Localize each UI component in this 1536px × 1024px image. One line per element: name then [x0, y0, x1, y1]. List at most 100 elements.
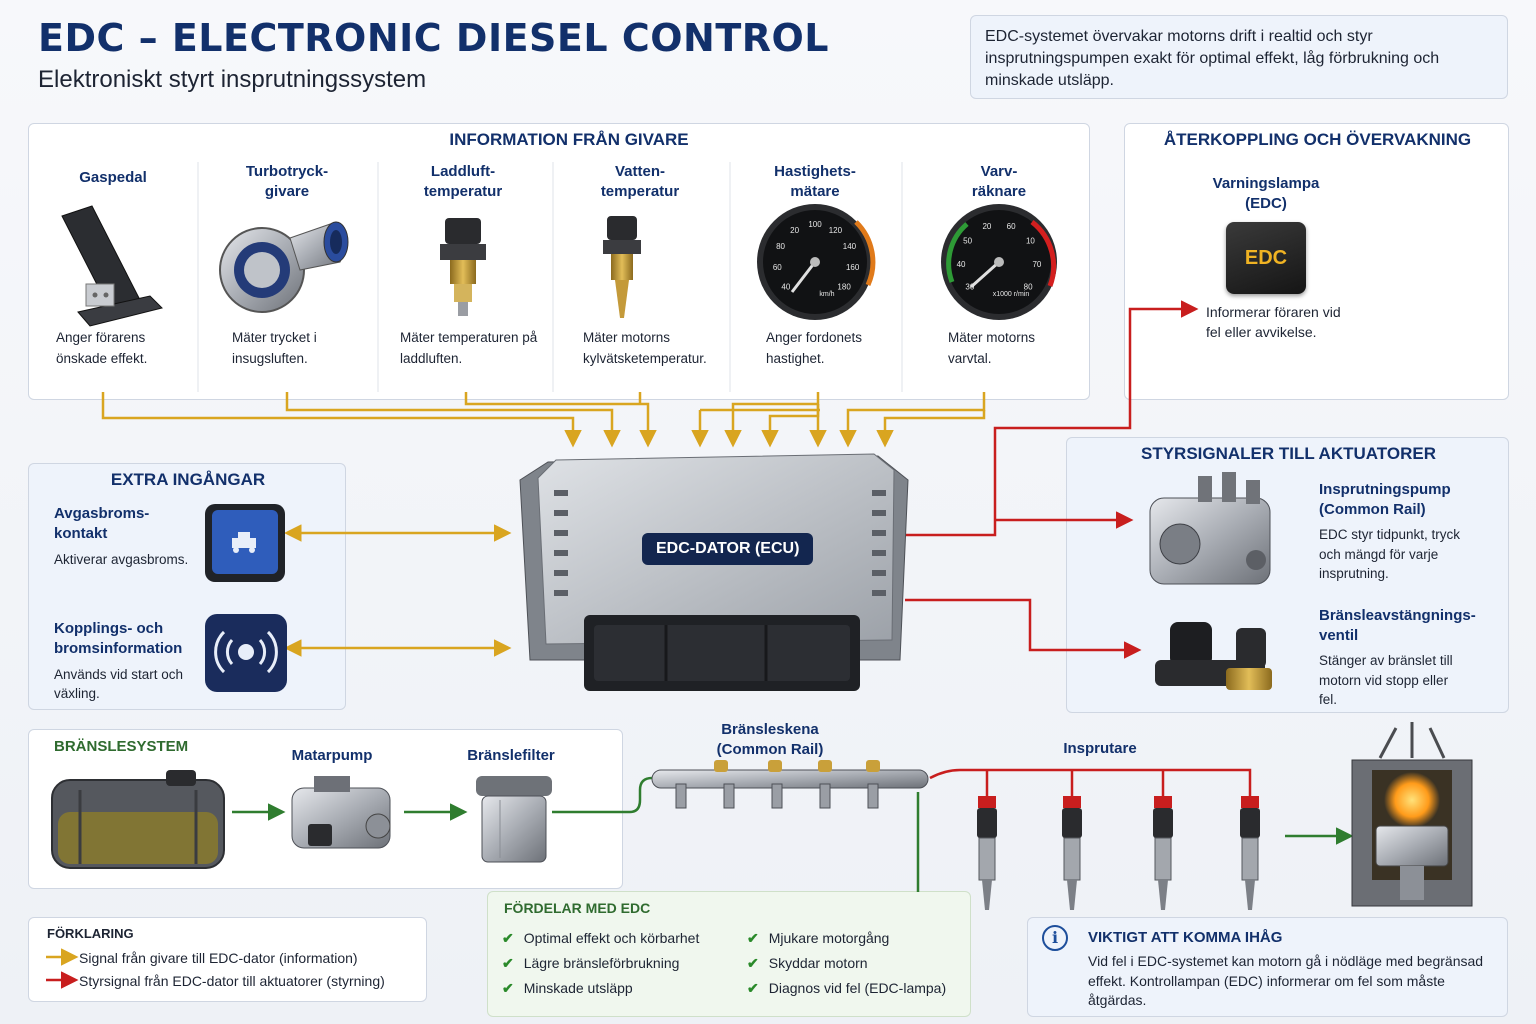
legend-control-text: Styrsignal från EDC-dator till aktuatore…: [79, 973, 385, 989]
benefit-text: Minskade utsläpp: [523, 980, 633, 996]
tachometer-label: Varv- räknare: [971, 163, 1027, 200]
check-icon: ✔: [502, 930, 514, 946]
tachometer-desc: Mäter motorns varvtal.: [948, 330, 1036, 366]
turbo-pressure-sensor-label: Turbotryck- givare: [245, 163, 329, 200]
benefit-item: ✔Diagnos vid fel (EDC-lampa): [747, 976, 946, 1001]
warning-lamp-text: EDC: [1244, 246, 1288, 269]
signal-line-pedal: [101, 392, 582, 448]
injector: [1062, 796, 1082, 910]
fuel-filter-illustration: [476, 776, 552, 863]
signal-line-rpm-b: [876, 410, 986, 448]
gauge-tick-label: 180: [837, 282, 851, 291]
fuel-tank-illustration: [51, 770, 225, 869]
sensor-dividers: [197, 162, 903, 392]
benefit-item: ✔ Minskade utsläpp: [502, 976, 699, 1001]
shutoff-valve-desc: Stänger av bränslet till motorn vid stop…: [1319, 653, 1453, 707]
injectors-illustration: [977, 796, 1260, 910]
signal-line-charge-air: [464, 392, 657, 448]
control-line-valve: [905, 598, 1142, 659]
gauge-unit-label: x1000 r/min: [993, 291, 1030, 298]
speedometer-desc: Anger fordonets hastighet.: [766, 330, 863, 366]
injector: [977, 796, 997, 910]
benefit-text: Optimal effekt och körbarhet: [523, 930, 700, 946]
benefit-item: ✔Skyddar motorn: [747, 951, 946, 976]
check-icon: ✔: [747, 980, 759, 996]
gauge-tick-label: 140: [843, 242, 857, 251]
benefit-text: Lägre bränsleförbrukning: [523, 955, 680, 971]
legend-signal-text: Signal från givare till EDC-dator (infor…: [79, 950, 358, 966]
warning-lamp-icon: EDC: [1226, 222, 1306, 294]
gauge-tick-label: 70: [1032, 260, 1041, 269]
exhaust-brake-desc: Aktiverar avgasbroms.: [54, 552, 189, 567]
gas-pedal-desc: Anger förarens önskade effekt.: [56, 330, 148, 366]
sensors-panel: INFORMATION FRÅN GIVARE: [28, 123, 1090, 400]
actuators-heading: STYRSIGNALER TILL AKTUATORER: [1141, 444, 1436, 463]
shutoff-valve-label: Bränsleavstängnings- ventil: [1319, 607, 1476, 644]
check-icon: ✔: [502, 980, 514, 996]
intro-box: EDC-systemet övervakar motorns drift i r…: [970, 15, 1508, 99]
signal-line-turbo: [285, 392, 621, 448]
benefits-heading: FÖRDELAR MED EDC: [504, 900, 651, 916]
charge-air-sensor-illustration: [440, 218, 486, 316]
page-subtitle: Elektroniskt styrt insprutningssystem: [38, 66, 427, 93]
gauge-tick-label: 160: [846, 263, 860, 272]
ecu-unit-illustration: [519, 453, 909, 691]
turbo-illustration: [219, 221, 349, 313]
gauge-tick-label: 30: [965, 282, 974, 291]
injection-pump-desc: EDC styr tidpunkt, tryck och mängd för v…: [1319, 527, 1461, 581]
fuel-system-heading: BRÄNSLESYSTEM: [54, 738, 189, 755]
legend-heading: FÖRKLARING: [47, 926, 134, 941]
engine-cylinder-illustration: [1351, 722, 1473, 907]
gauge-tick-label: 40: [957, 260, 966, 269]
gauge-tick-label: 20: [982, 222, 991, 231]
injection-pump-label: Insprutningspump (Common Rail): [1319, 481, 1451, 518]
gauge-tick-label: 10: [1026, 237, 1035, 246]
important-text: Vid fel i EDC-systemet kan motorn gå i n…: [1088, 953, 1484, 1008]
fuel-rail-illustration: [651, 760, 929, 809]
page-title: EDC – ELECTRONIC DIESEL CONTROL: [38, 16, 830, 60]
gauge-tick-label: 40: [781, 282, 790, 291]
charge-air-temp-label: Laddluft- temperatur: [423, 163, 503, 200]
check-icon: ✔: [747, 955, 759, 971]
injection-pump-illustration: [1149, 472, 1271, 585]
gauge-tick-label: 60: [773, 263, 782, 272]
benefit-item: ✔ Lägre bränsleförbrukning: [502, 951, 699, 976]
benefits-col-1: ✔ Optimal effekt och körbarhet ✔ Lägre brän…: [502, 926, 699, 1001]
benefit-item: ✔ Optimal effekt och körbarhet: [502, 926, 699, 951]
gauge-tick-label: 80: [776, 242, 785, 251]
info-icon: i: [1042, 925, 1068, 951]
gas-pedal-illustration: [61, 205, 163, 327]
warning-lamp-desc: Informerar föraren vid fel eller avvikel…: [1206, 304, 1341, 340]
ecu-label: EDC-DATOR (ECU): [642, 533, 814, 565]
signal-line-rpm-a: [839, 392, 986, 448]
benefits-panel: FÖRDELAR MED EDC ✔ Optimal effekt och kör…: [487, 891, 971, 1017]
rail-line-injectors: [929, 768, 1252, 796]
sensor-signal-lines: [101, 392, 986, 657]
gauge-tick-label: 80: [1024, 282, 1033, 291]
benefit-text: Mjukare motorgång: [768, 930, 890, 946]
clutch-brake-signal-icon: [205, 614, 287, 692]
check-icon: ✔: [502, 955, 514, 971]
water-temp-label: Vatten- temperatur: [600, 163, 680, 200]
feedback-heading: ÅTERKOPPLING OCH ÖVERVAKNING: [1163, 130, 1472, 149]
warning-lamp-label: Varningslampa (EDC): [1212, 175, 1320, 212]
feedback-panel: ÅTERKOPPLING OCH ÖVERVAKNING: [1124, 123, 1509, 400]
important-panel: i VIKTIGT ATT KOMMA IHÅG Vid fel i EDC-s…: [1027, 917, 1508, 1017]
benefits-col-2: ✔ Mjukare motorgång ✔Skyddar motorn✔Diagno…: [747, 926, 946, 1001]
charge-air-temp-desc: Mäter temperaturen på laddluften.: [400, 330, 538, 366]
sensors-heading: INFORMATION FRÅN GIVARE: [449, 130, 689, 149]
gauge-tick-label: 20: [790, 226, 799, 235]
shutoff-valve-illustration: [1155, 622, 1272, 690]
injectors-label: Insprutare: [1063, 740, 1137, 757]
feed-pump-illustration: [291, 776, 391, 849]
actuators-panel: STYRSIGNALER TILL AKTUATORER: [1066, 437, 1509, 713]
gauge-tick-label: 50: [963, 237, 972, 246]
gauge-tick-label: 120: [829, 226, 843, 235]
turbo-pressure-sensor-desc: Mäter trycket i insugsluften.: [232, 330, 317, 366]
signal-line-speed-a: [724, 392, 820, 448]
extra-inputs-heading: EXTRA INGÅNGAR: [110, 470, 266, 489]
check-icon: ✔: [747, 930, 759, 946]
fuel-rail-label: Bränsleskena (Common Rail): [716, 721, 824, 758]
